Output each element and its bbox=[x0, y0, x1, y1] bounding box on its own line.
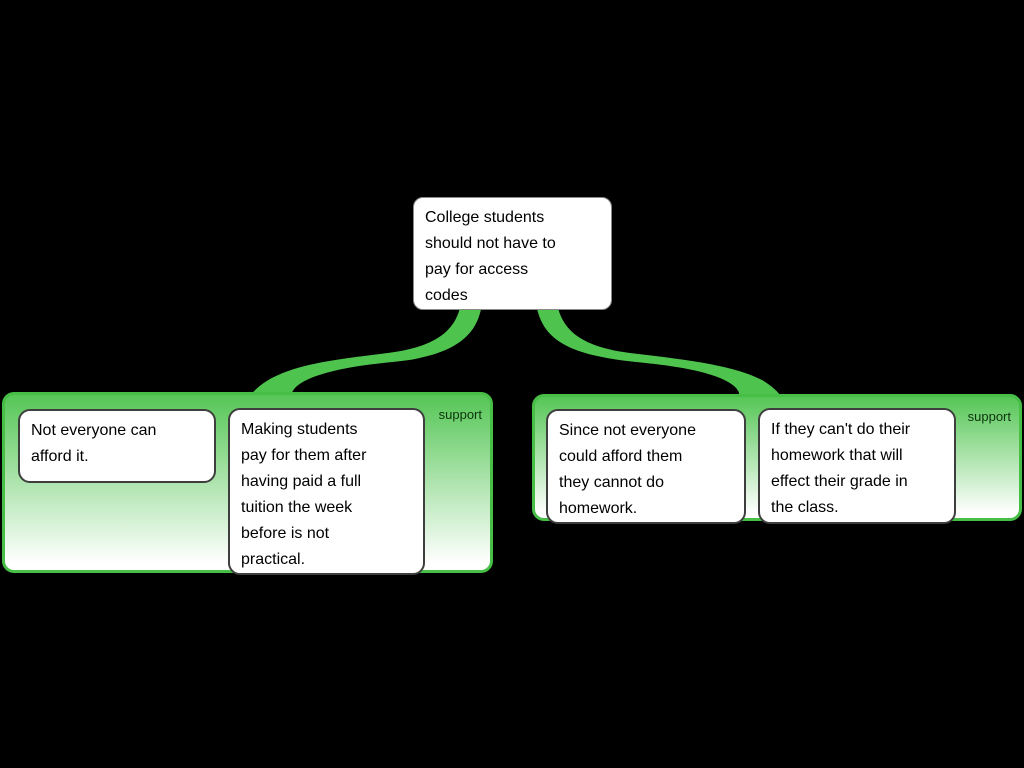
reason-node[interactable]: If they can't do their homework that wil… bbox=[758, 408, 956, 524]
reason-node[interactable]: Making students pay for them after havin… bbox=[228, 408, 425, 575]
support-group-left[interactable]: support Not everyone can afford it. Maki… bbox=[2, 392, 493, 575]
claim-node[interactable]: College students should not have to pay … bbox=[413, 197, 612, 310]
reason-node[interactable]: Since not everyone could afford them the… bbox=[546, 409, 746, 524]
reason-node[interactable]: Not everyone can afford it. bbox=[18, 409, 216, 483]
support-label: support bbox=[438, 407, 482, 422]
support-group-right[interactable]: support Since not everyone could afford … bbox=[532, 394, 1022, 524]
support-label: support bbox=[967, 409, 1011, 424]
support-connector-right bbox=[536, 303, 786, 404]
support-connector-left bbox=[245, 303, 482, 404]
